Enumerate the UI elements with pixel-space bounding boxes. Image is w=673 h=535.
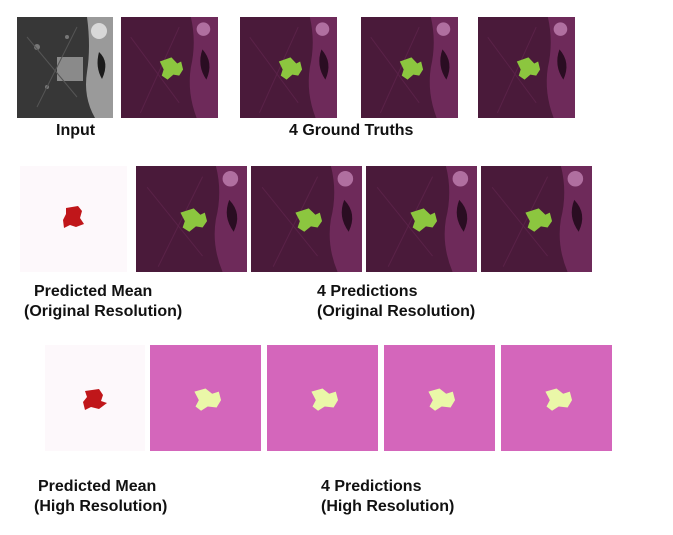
prediction-high-resolution-4 (501, 345, 612, 451)
ground-truth-2 (240, 17, 337, 118)
prediction-high-resolution-1 (150, 345, 261, 451)
predictions-high-resolution-label: 4 Predictions (High Resolution) (321, 478, 455, 515)
prediction-original-1 (136, 166, 247, 272)
ground-truth-3 (361, 17, 458, 118)
prediction-original-3 (366, 166, 477, 272)
prediction-high-resolution-3 (384, 345, 495, 451)
predicted-mean-high-resolution (45, 345, 145, 451)
input-label: Input (56, 122, 96, 139)
prediction-high-resolution-2 (267, 345, 378, 451)
predicted-mean-original-label: Predicted Mean (Original Resolution) (24, 283, 183, 320)
predicted-mean-original (20, 166, 127, 272)
prediction-original-2 (251, 166, 362, 272)
prediction-original-4 (481, 166, 592, 272)
ground-truth-4 (478, 17, 575, 118)
predicted-mean-high-resolution-label: Predicted Mean (High Resolution) (34, 478, 168, 515)
ground-truth-1 (121, 17, 218, 118)
predictions-original-label: 4 Predictions (Original Resolution) (317, 283, 476, 320)
input-ct-image (17, 17, 113, 118)
ground-truths-label: 4 Ground Truths (289, 122, 414, 139)
